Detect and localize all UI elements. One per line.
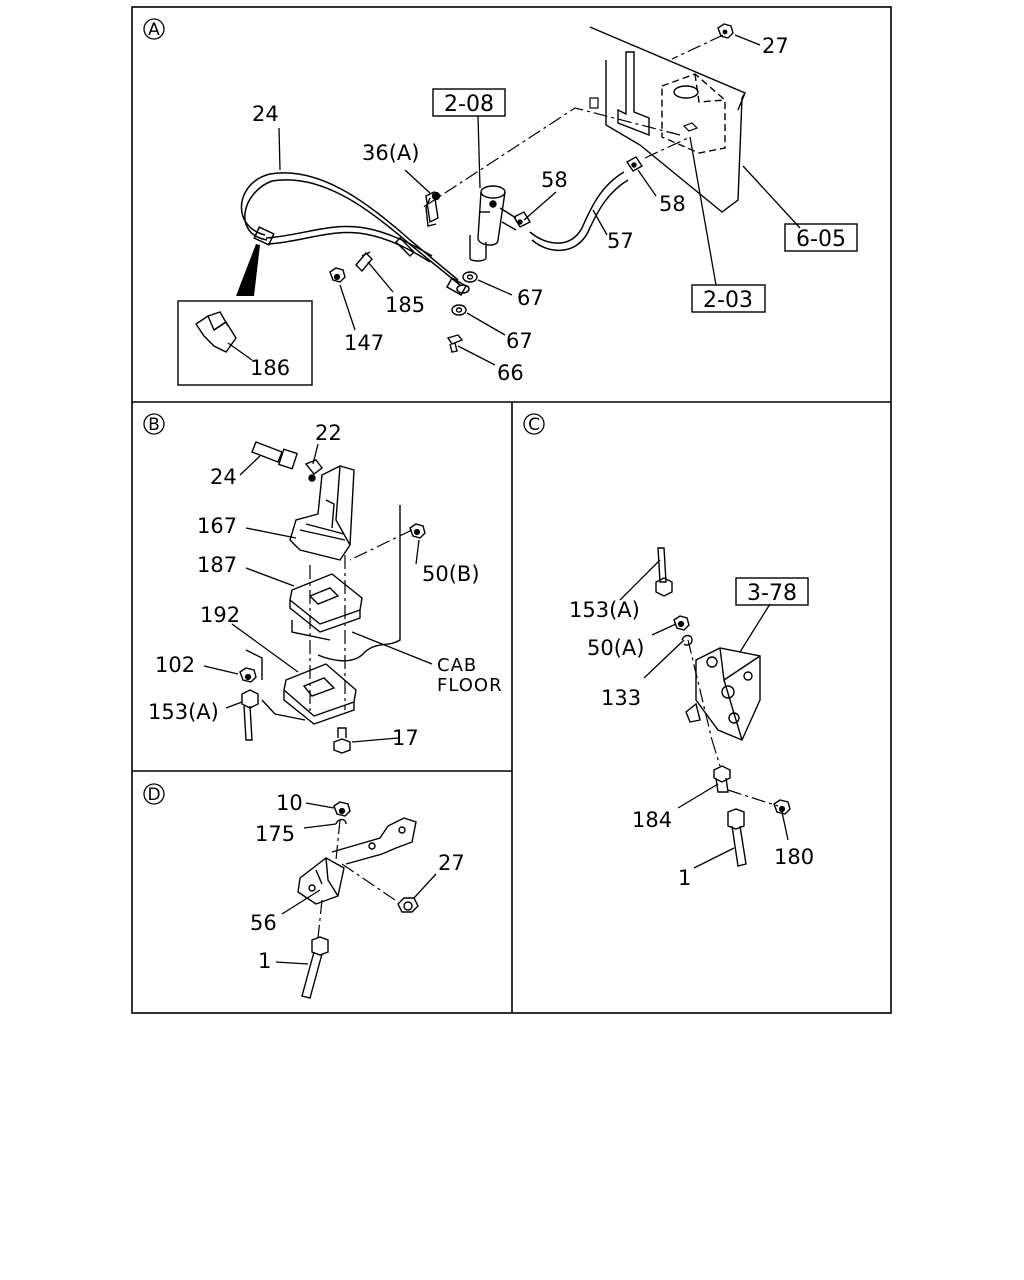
bracket-167 [289,465,355,561]
part-label-187: 187 [197,553,237,577]
section-b: B [143,413,503,754]
part-label-56: 56 [250,911,277,935]
nut-27 [717,23,734,39]
pipe-1 [727,808,747,867]
part-label-186: 186 [250,356,290,380]
cable-end-24 [251,441,299,470]
ref-box-6-05 [784,223,858,252]
joint-22 [304,459,323,482]
ref-2-08: 2-08 [444,92,494,117]
section-b-marker: B [148,415,160,435]
part-label-67: 67 [506,329,533,353]
part-label-184: 184 [632,808,672,832]
cable-24 [240,172,470,297]
clip-58-right [625,156,644,172]
ref-box-3-78 [735,577,809,606]
part-label-67: 67 [517,286,544,310]
leaders-d [275,802,437,965]
clamp-36a [395,190,441,257]
part-label-58: 58 [541,168,568,192]
floor-label: FLOOR [437,675,503,696]
part-label-27: 27 [762,34,789,58]
dashdot-leaders [317,819,399,939]
part-label-147: 147 [344,331,384,355]
part-label-192: 192 [200,603,240,627]
part-label-10: 10 [276,791,303,815]
section-a-marker: A [148,20,160,40]
nut-50b [409,523,426,539]
clip-185 [355,251,373,273]
ref-6-05: 6-05 [796,227,846,252]
part-label-24: 24 [210,465,237,489]
bracket-d [297,817,417,905]
part-label-180: 180 [774,845,814,869]
plate-187 [289,573,363,633]
washer-67-lower [451,304,467,316]
pipe-1 [301,936,329,999]
part-label-167: 167 [197,514,237,538]
part-label-1: 1 [678,866,691,890]
nut-147 [329,267,346,283]
nut-102 [239,667,257,683]
part-label-17: 17 [392,726,419,750]
part-label-57: 57 [607,229,634,253]
clip-58-left [513,211,531,228]
rod-153a [655,547,673,597]
bolt-66 [446,334,464,353]
nut-180 [773,799,791,815]
clip-133 [681,634,693,646]
hose-57 [529,171,629,252]
nut-50a [673,615,690,631]
part-label-66: 66 [497,361,524,385]
plate-192 [283,663,357,725]
cab-label: CAB [437,655,477,676]
cab-floor-outline [245,505,401,721]
part-label-36a: 36(A) [362,141,419,165]
section-c-marker: C [528,415,540,435]
rod-153a [241,689,259,741]
part-label-185: 185 [385,293,425,317]
washer-67-upper [462,271,478,283]
inset-box-186 [177,300,313,386]
clutch-master-cylinder [469,185,517,262]
leaders-a [227,34,801,366]
part-label-102: 102 [155,653,195,677]
section-d-marker: D [147,785,160,805]
nut-10 [333,801,351,817]
section-c: C [523,413,814,890]
part-label-1: 1 [258,949,271,973]
part-label-50a: 50(A) [587,636,644,660]
bolt-27 [397,897,419,913]
part-label-22: 22 [315,421,342,445]
leaders-b [203,443,433,743]
section-a: A [143,18,858,386]
bolt-17 [333,727,351,754]
ref-box-2-08 [432,88,506,117]
ref-box-2-03 [691,284,766,313]
part-label-24: 24 [252,102,279,126]
clip-175 [335,818,347,825]
dashdot-leaders [421,34,724,209]
part-label-175: 175 [255,822,295,846]
ref-2-03: 2-03 [703,288,753,313]
frame [131,6,892,1014]
tank-panel [589,26,747,213]
part-label-27: 27 [438,851,465,875]
bracket-3-78 [685,647,761,741]
dashdot-leaders [687,639,779,807]
part-label-153a: 153(A) [148,700,219,724]
part-label-58: 58 [659,192,686,216]
part-label-133: 133 [601,686,641,710]
ref-3-78: 3-78 [747,581,797,606]
part-label-50b: 50(B) [422,562,480,586]
part-label-153a: 153(A) [569,598,640,622]
dashdot-leaders [309,529,413,715]
cable-end-callout [236,244,260,296]
leaders-c [619,559,789,869]
fitting-184 [713,765,731,793]
section-d: D [143,783,465,999]
